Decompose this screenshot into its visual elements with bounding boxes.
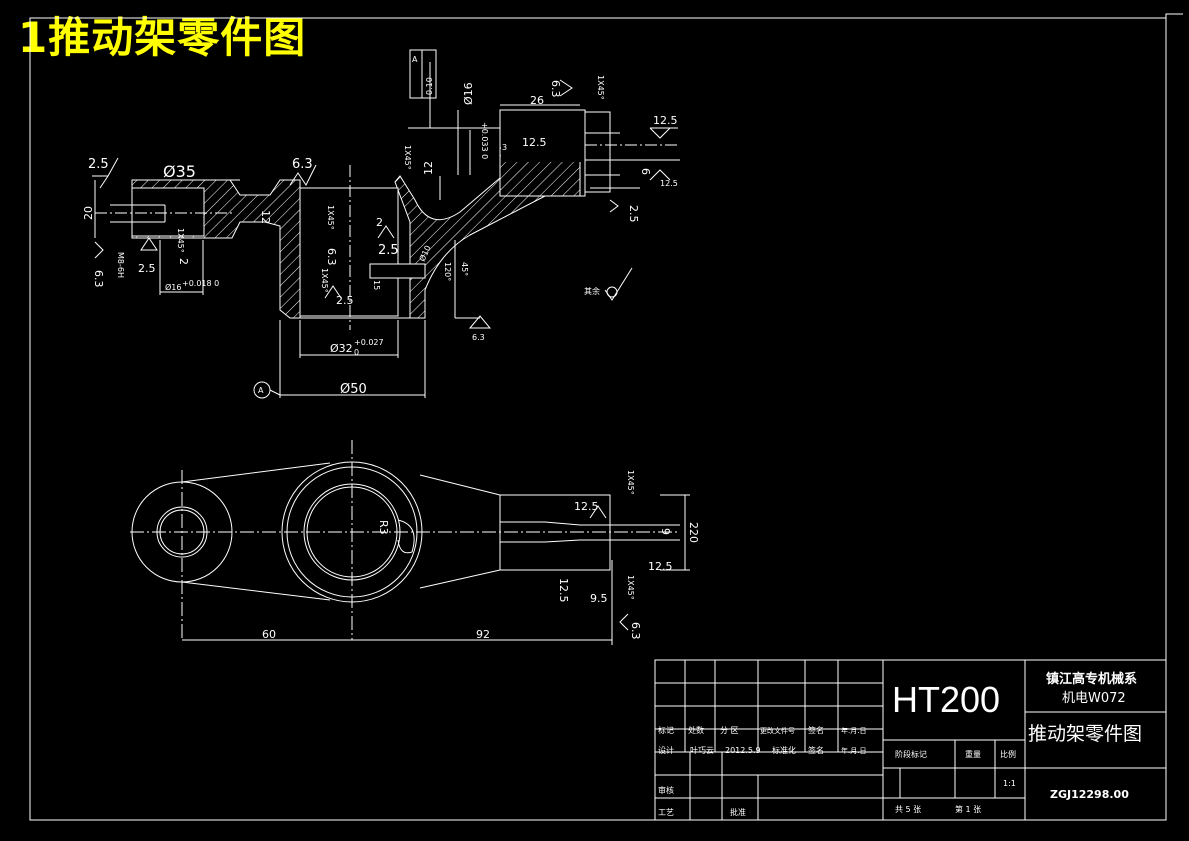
rough-label: 12.5 xyxy=(522,136,547,149)
rough-label: 6.3 xyxy=(472,333,485,342)
tb-bili: 比例 xyxy=(1000,749,1016,759)
rough-label: 12.5 xyxy=(557,578,570,603)
school-line2: 机电W072 xyxy=(1062,691,1126,706)
tb-nianyueri2: 年.月.日 xyxy=(841,746,866,755)
rough-label: 6.3 xyxy=(325,248,338,266)
rough-label: 2.5 xyxy=(336,294,354,307)
dim-26: 26 xyxy=(530,94,544,107)
tol-frame-a: A xyxy=(412,55,418,64)
rough-label: 6.3 xyxy=(629,622,642,640)
top-view: 60 92 R3 1X45° 1X45° 12.5 12.5 12.5 6.3 … xyxy=(130,440,700,645)
datum-a-label: A xyxy=(258,386,264,395)
dim-12: 12 xyxy=(259,210,272,224)
tb-pizhun: 批准 xyxy=(730,807,746,817)
rough-label: 12.5 xyxy=(660,179,678,188)
dim-d32-tol-lo: 0 xyxy=(354,348,359,357)
tb-date: 2012.5.9 xyxy=(725,746,761,755)
chamfer-label: 1X45° xyxy=(326,205,335,230)
tb-biaozhun: 标准化 xyxy=(772,745,796,755)
chamfer-label: 1X45° xyxy=(403,145,412,170)
dim-d16: Ø16 xyxy=(165,282,181,292)
chamfer-label: 1X45° xyxy=(176,228,185,253)
dim-12b: 12 xyxy=(422,161,435,175)
chamfer-label: 1X45° xyxy=(626,470,635,495)
rough-label: 6.3 xyxy=(292,157,313,172)
dim-9-5: 9.5 xyxy=(590,592,608,605)
school-line1: 镇江高专机械系 xyxy=(1046,671,1137,687)
dim-92: 92 xyxy=(476,628,490,641)
dim-d16-tol: +0.018 0 xyxy=(182,279,219,288)
title-block: HT200 镇江高专机械系 机电W072 推动架零件图 ZGJ12298.00 … xyxy=(654,659,1167,821)
front-view: A A 0.10 2.5 Ø35 6.3 20 1X45° 12 2.5 2 M… xyxy=(82,49,680,399)
dim-d50: Ø50 xyxy=(340,382,367,397)
rough-label: 12.5 xyxy=(648,560,673,573)
dim-220: 220 xyxy=(687,522,700,543)
dim-d35: Ø35 xyxy=(163,162,196,181)
tb-gengwen: 更改文件号 xyxy=(760,726,795,735)
dim-20: 20 xyxy=(82,206,95,220)
rough-label: 2.5 xyxy=(627,205,640,223)
dim-d32: Ø32 xyxy=(330,342,353,355)
tol-frame-value: 0.10 xyxy=(425,77,434,95)
dim-angle: 120° xyxy=(443,262,452,281)
tb-qianming2: 签名 xyxy=(808,745,824,755)
rough-label: 12.5 xyxy=(574,500,599,513)
rough-label: 12.5 xyxy=(653,114,678,127)
rough-label: 6.3 xyxy=(92,270,105,288)
tb-di: 第 1 张 xyxy=(955,804,981,814)
tb-chushu: 处数 xyxy=(688,725,704,735)
material-label: HT200 xyxy=(892,679,1000,720)
chamfer-label: 1X45° xyxy=(626,575,635,600)
dim-45deg: 45° xyxy=(460,262,469,276)
dim-3: 3 xyxy=(502,143,507,152)
tb-jieduan: 阶段标记 xyxy=(895,749,927,759)
rough-label: 2.5 xyxy=(138,262,156,275)
drawing-border xyxy=(29,17,1167,821)
tb-zhongliang: 重量 xyxy=(965,749,981,759)
drawing-number: ZGJ12298.00 xyxy=(1050,788,1129,801)
rough-label: 2.5 xyxy=(378,243,399,258)
dim-m8: M8-6H xyxy=(116,252,125,278)
dim-60: 60 xyxy=(262,628,276,641)
chamfer-label: 1X45° xyxy=(320,268,329,293)
qiyu-label: 其余 xyxy=(584,286,600,296)
tb-fenqu: 分 区 xyxy=(720,726,739,735)
tb-biaoji: 标记 xyxy=(658,725,674,735)
tb-sheji: 设计 xyxy=(658,745,674,755)
dim-d32-tol-up: +0.027 xyxy=(354,338,384,347)
dim-r3: R3 xyxy=(377,520,390,535)
tb-gongyi: 工艺 xyxy=(658,808,674,817)
drawing-name: 推动架零件图 xyxy=(1028,723,1142,745)
tb-scale: 1:1 xyxy=(1003,779,1016,788)
tb-gong: 共 5 张 xyxy=(895,805,921,814)
dim-d16-top-tol: +0.033 0 xyxy=(480,122,489,159)
dim-2: 2 xyxy=(177,258,190,265)
tb-nianyueri: 年.月.日 xyxy=(841,726,866,735)
dim-2b: 2 xyxy=(376,216,383,229)
rough-label: 6.3 xyxy=(549,80,562,98)
dim-d16-top: Ø16 xyxy=(462,82,475,105)
tb-shenhe: 审核 xyxy=(658,785,674,795)
chamfer-label: 1X45° xyxy=(596,75,605,100)
dim-15: 15 xyxy=(372,280,381,290)
tb-designer: 叶巧云 xyxy=(690,746,714,755)
rough-label: 2.5 xyxy=(88,157,109,172)
dim-6: 6 xyxy=(639,168,652,175)
page-title: 1推动架零件图 xyxy=(18,13,307,62)
dim-9: 9 xyxy=(659,528,672,535)
tb-qianming: 签名 xyxy=(808,725,824,735)
